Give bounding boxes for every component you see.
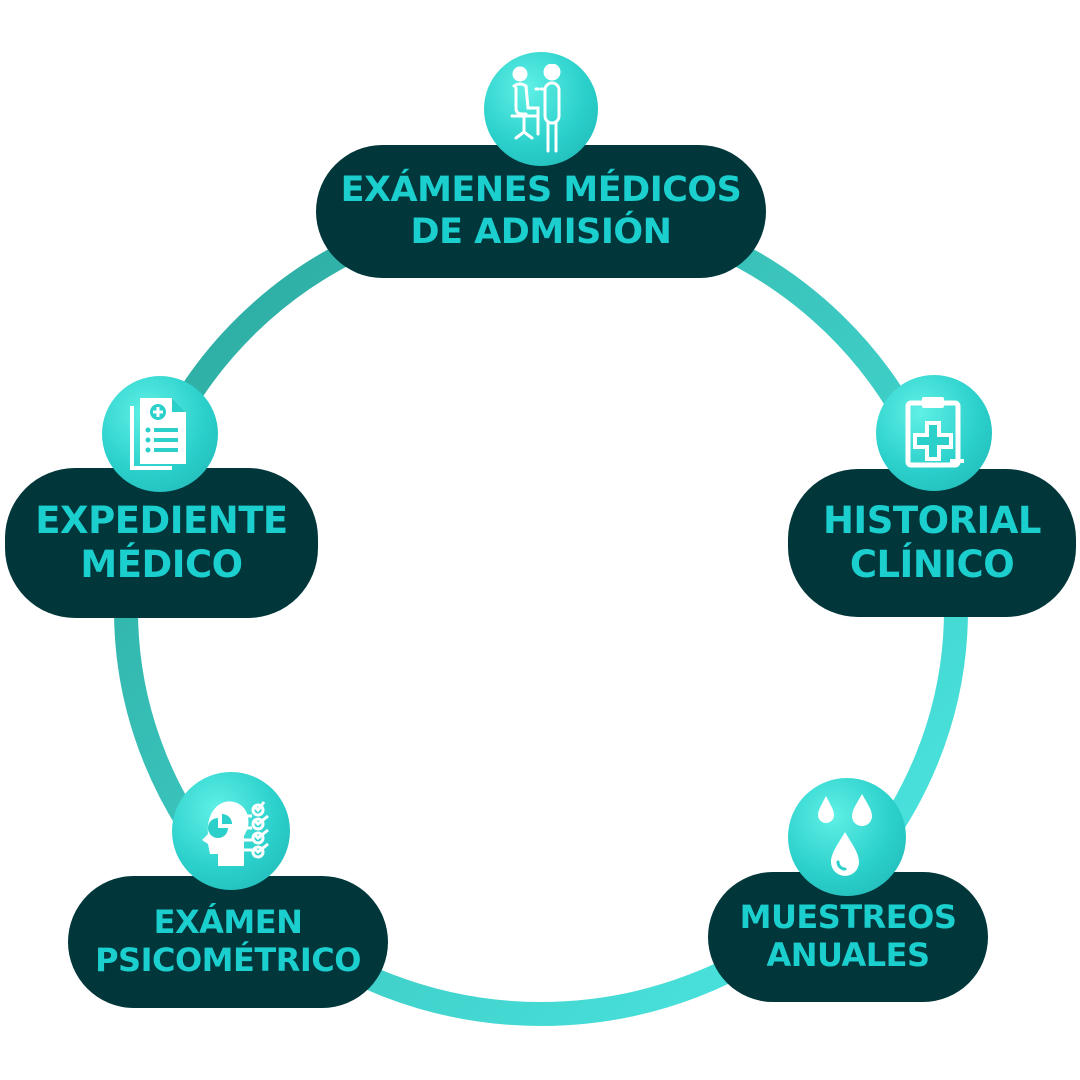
node-label-line: EXÁMEN [153, 903, 303, 942]
node-examen-psicometrico: EXÁMEN PSICOMÉTRICO [68, 876, 388, 1008]
node-label-line: CLÍNICO [849, 543, 1015, 586]
clipboard-medical-icon [876, 375, 992, 491]
drops-icon [788, 778, 906, 896]
node-label-line: MÉDICO [80, 543, 243, 586]
node-label-line: MUESTREOS [739, 898, 957, 937]
node-label-line: ANUALES [766, 936, 930, 974]
node-label-line: HISTORIAL [822, 499, 1042, 543]
node-examenes-admision: EXÁMENES MÉDICOS DE ADMISIÓN [316, 145, 766, 278]
node-label-line: EXPEDIENTE [35, 499, 288, 543]
node-label-line: PSICOMÉTRICO [95, 941, 361, 979]
medical-document-icon [102, 376, 218, 492]
doctor-patient-icon [484, 52, 598, 166]
node-historial-clinico: HISTORIAL CLÍNICO [788, 469, 1076, 617]
node-expediente-medico: EXPEDIENTE MÉDICO [5, 468, 318, 618]
node-label-line: DE ADMISIÓN [410, 211, 672, 252]
head-checklist-icon [172, 772, 290, 890]
node-label-line: EXÁMENES MÉDICOS [340, 170, 742, 211]
